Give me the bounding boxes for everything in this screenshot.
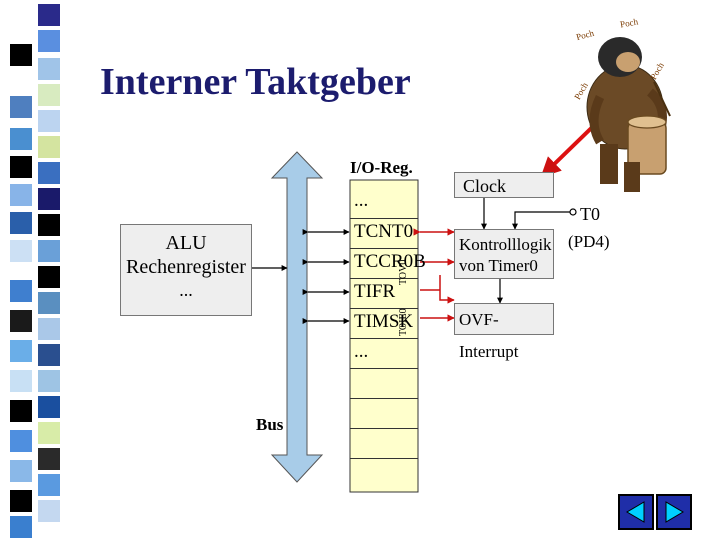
control-logic-box: Kontrolllogik von Timer0 — [454, 229, 554, 279]
register-cell-5: ... — [350, 338, 418, 366]
decorative-square-strip — [0, 0, 70, 540]
bus-arrow — [270, 151, 324, 483]
triangle-right-icon — [665, 501, 684, 523]
pd4-pin-label: (PD4) — [568, 232, 610, 251]
next-slide-button[interactable] — [656, 494, 692, 530]
register-cell-tifr: TIFR — [350, 278, 418, 306]
clock-label: Clock — [463, 176, 506, 196]
ovf-interrupt-label: OVF-Interrupt — [459, 310, 519, 361]
register-column — [349, 179, 419, 493]
register-cell-0: ... — [354, 190, 369, 211]
register-cell-8 — [350, 428, 418, 456]
register-cell-9 — [350, 458, 418, 486]
prev-slide-button[interactable] — [618, 494, 654, 530]
tov0-label: TOV0 — [398, 259, 409, 285]
register-cell-6 — [350, 368, 418, 396]
triangle-left-icon — [626, 501, 645, 523]
t0-pin-label: T0 — [580, 204, 600, 224]
control-line2: von Timer0 — [459, 256, 538, 275]
io-reg-label: I/O-Reg. — [350, 158, 413, 177]
alu-title: ALU — [165, 232, 207, 254]
toie0-label: TOIE0 — [398, 308, 409, 336]
slide-title: Interner Taktgeber — [100, 61, 411, 103]
bus-label: Bus — [256, 415, 284, 434]
ovf-interrupt-box: OVF-Interrupt — [454, 303, 554, 361]
register-cell-timsk: TIMSK — [350, 308, 418, 336]
control-line1: Kontrolllogik — [459, 235, 552, 254]
register-cell-tccr0b: TCCR0B — [350, 248, 426, 276]
register-cell-7 — [350, 398, 418, 426]
alu-box: ALU Rechenregister ... — [120, 224, 252, 316]
drummer-cartoon: Poch Poch Poch Poch — [570, 12, 680, 202]
alu-ellipsis: ... — [179, 280, 193, 300]
register-cell-tcnt0: TCNT0 — [350, 218, 418, 246]
alu-subtitle: Rechenregister — [126, 256, 246, 278]
clock-box: Clock — [454, 172, 554, 198]
